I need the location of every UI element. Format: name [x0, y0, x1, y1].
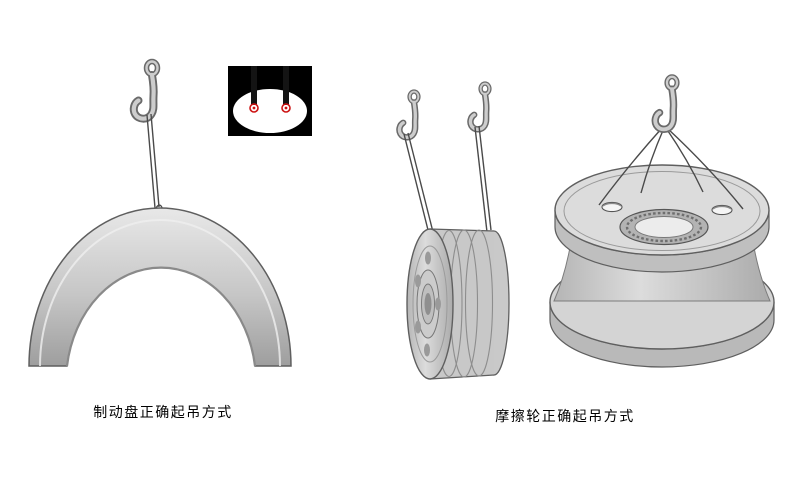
inset-post: [283, 66, 289, 105]
rim-groove: [464, 229, 494, 377]
crane-hook-icon: [134, 62, 158, 119]
sling-rope: [598, 127, 744, 210]
friction-wheel-pulley: [549, 164, 775, 368]
friction-wheel-perspective-figure: [549, 77, 775, 368]
caption-friction-wheel: 摩擦轮正确起吊方式: [495, 408, 635, 424]
friction-wheel-side-figure: [399, 84, 510, 380]
lift-point-marker: [281, 103, 291, 113]
brake-disc-half: [28, 207, 292, 367]
inset-post: [251, 66, 257, 105]
bolt-holes: [415, 251, 441, 357]
disc-highlight: [39, 219, 281, 367]
axle-hole: [424, 293, 432, 315]
top-face-ring: [563, 171, 761, 251]
disc-inner-edge: [65, 266, 257, 367]
friction-wheel: [406, 228, 510, 380]
detail-inset: [228, 66, 312, 136]
lifting-hole: [711, 204, 733, 216]
lift-point-marker: [249, 103, 259, 113]
face-ring: [412, 245, 448, 363]
caption-brake-disc: 制动盘正确起吊方式: [93, 404, 233, 420]
lifting-diagram: [28, 0, 775, 380]
center-bore: [619, 208, 709, 246]
crane-hook-icon: [470, 84, 489, 130]
crane-hook-icon: [655, 77, 677, 130]
brake-disc-figure: [28, 62, 312, 367]
lifting-hole: [601, 201, 623, 213]
crane-hook-icon: [399, 92, 418, 138]
sling-rope: [403, 125, 492, 239]
